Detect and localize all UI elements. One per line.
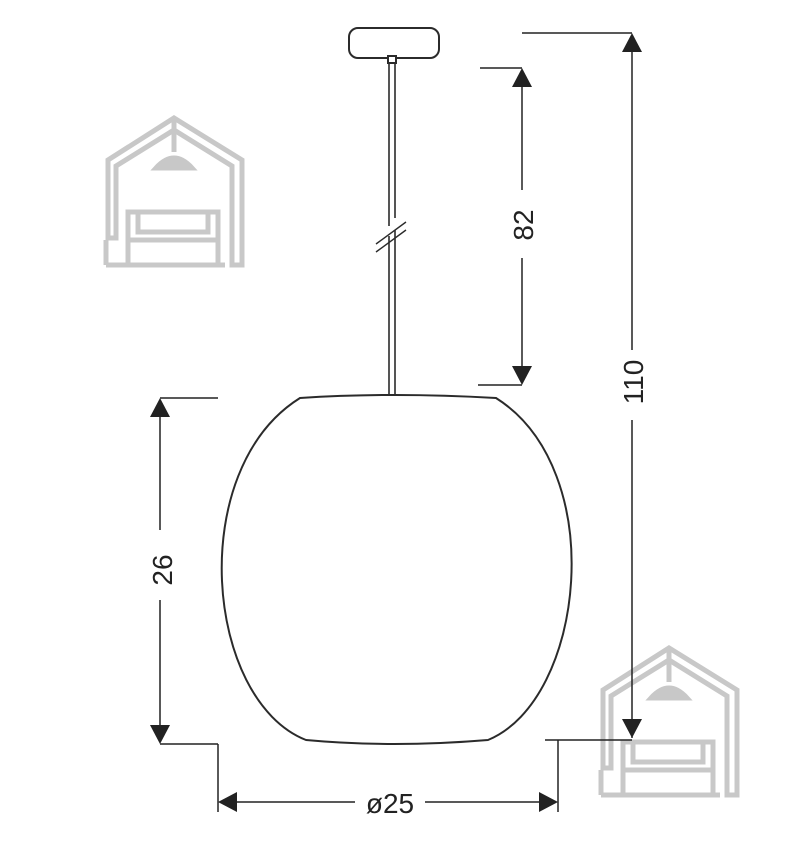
ceiling-canopy	[348, 27, 440, 64]
shade-height-label: 26	[147, 554, 178, 585]
house-lamp-sofa-icon	[103, 115, 245, 268]
house-lamp-sofa-icon	[598, 645, 740, 798]
dimension-cable-length	[478, 67, 532, 386]
total-height-label: 110	[618, 360, 649, 405]
diameter-label: ø25	[366, 788, 414, 819]
lamp-shade	[220, 394, 573, 745]
dimension-total-height	[522, 32, 642, 741]
cable-length-label: 82	[508, 209, 539, 240]
dimension-shade-height	[150, 397, 218, 745]
suspension-cable	[375, 63, 407, 396]
dimension-diameter	[217, 740, 559, 812]
